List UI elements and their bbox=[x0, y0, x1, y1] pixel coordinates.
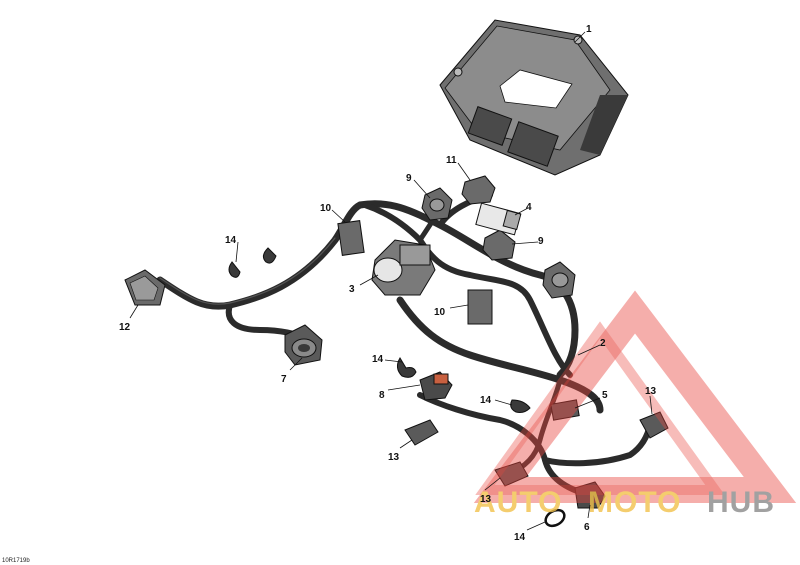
callout-13-bottom: 13 bbox=[480, 494, 492, 505]
connector-9-right bbox=[482, 229, 576, 299]
callout-12: 12 bbox=[119, 322, 131, 333]
callout-14-middle: 14 bbox=[372, 354, 384, 365]
clip-14-upper bbox=[228, 247, 277, 278]
clip-14-middle bbox=[396, 357, 417, 378]
callout-6: 6 bbox=[584, 522, 590, 533]
callout-14-right: 14 bbox=[480, 395, 492, 406]
leader-lines bbox=[129, 31, 653, 531]
callout-1: 1 bbox=[586, 24, 592, 35]
connector-6 bbox=[574, 481, 606, 509]
callout-labels: 1 2 3 4 5 6 7 8 9 9 10 10 11 12 13 13 13… bbox=[119, 24, 657, 543]
watermark-hub: HUB bbox=[707, 486, 775, 519]
callout-14-lower: 14 bbox=[514, 532, 526, 543]
callout-3: 3 bbox=[349, 284, 355, 295]
callout-2: 2 bbox=[600, 338, 606, 349]
callout-10-upper: 10 bbox=[320, 203, 332, 214]
callout-9-upper: 9 bbox=[406, 173, 412, 184]
connector-9-upper bbox=[421, 187, 453, 221]
callout-11: 11 bbox=[446, 155, 457, 166]
connector-10-upper bbox=[337, 220, 365, 256]
reference-code: 10R1719b bbox=[2, 558, 30, 564]
callout-13-right: 13 bbox=[645, 386, 657, 397]
callout-5: 5 bbox=[602, 390, 608, 401]
callout-14-upper: 14 bbox=[225, 235, 237, 246]
watermark-auto: AUTO bbox=[474, 486, 562, 519]
clip-13-right bbox=[639, 411, 669, 439]
clip-13-bottom bbox=[494, 461, 529, 487]
clip-14-lower bbox=[544, 508, 566, 528]
connector-12 bbox=[124, 269, 166, 306]
callout-8: 8 bbox=[379, 390, 385, 401]
callout-9-right: 9 bbox=[538, 236, 544, 247]
clip-14-right bbox=[510, 399, 531, 413]
callout-4: 4 bbox=[526, 202, 532, 213]
callout-10-lower: 10 bbox=[434, 307, 446, 318]
connector-5 bbox=[550, 399, 580, 421]
callout-13-lower-left: 13 bbox=[388, 452, 400, 463]
watermark-moto: MOTO bbox=[588, 486, 681, 519]
sensor-8 bbox=[419, 371, 453, 401]
component-4 bbox=[475, 202, 522, 236]
connector-10-lower bbox=[467, 289, 493, 325]
automotohub-watermark: AUTO MOTO HUB bbox=[473, 290, 797, 519]
callout-7: 7 bbox=[281, 374, 287, 385]
ecm-module bbox=[439, 19, 629, 176]
connector-7 bbox=[284, 324, 323, 366]
connector-11 bbox=[461, 175, 496, 205]
sensor-3 bbox=[371, 239, 436, 296]
